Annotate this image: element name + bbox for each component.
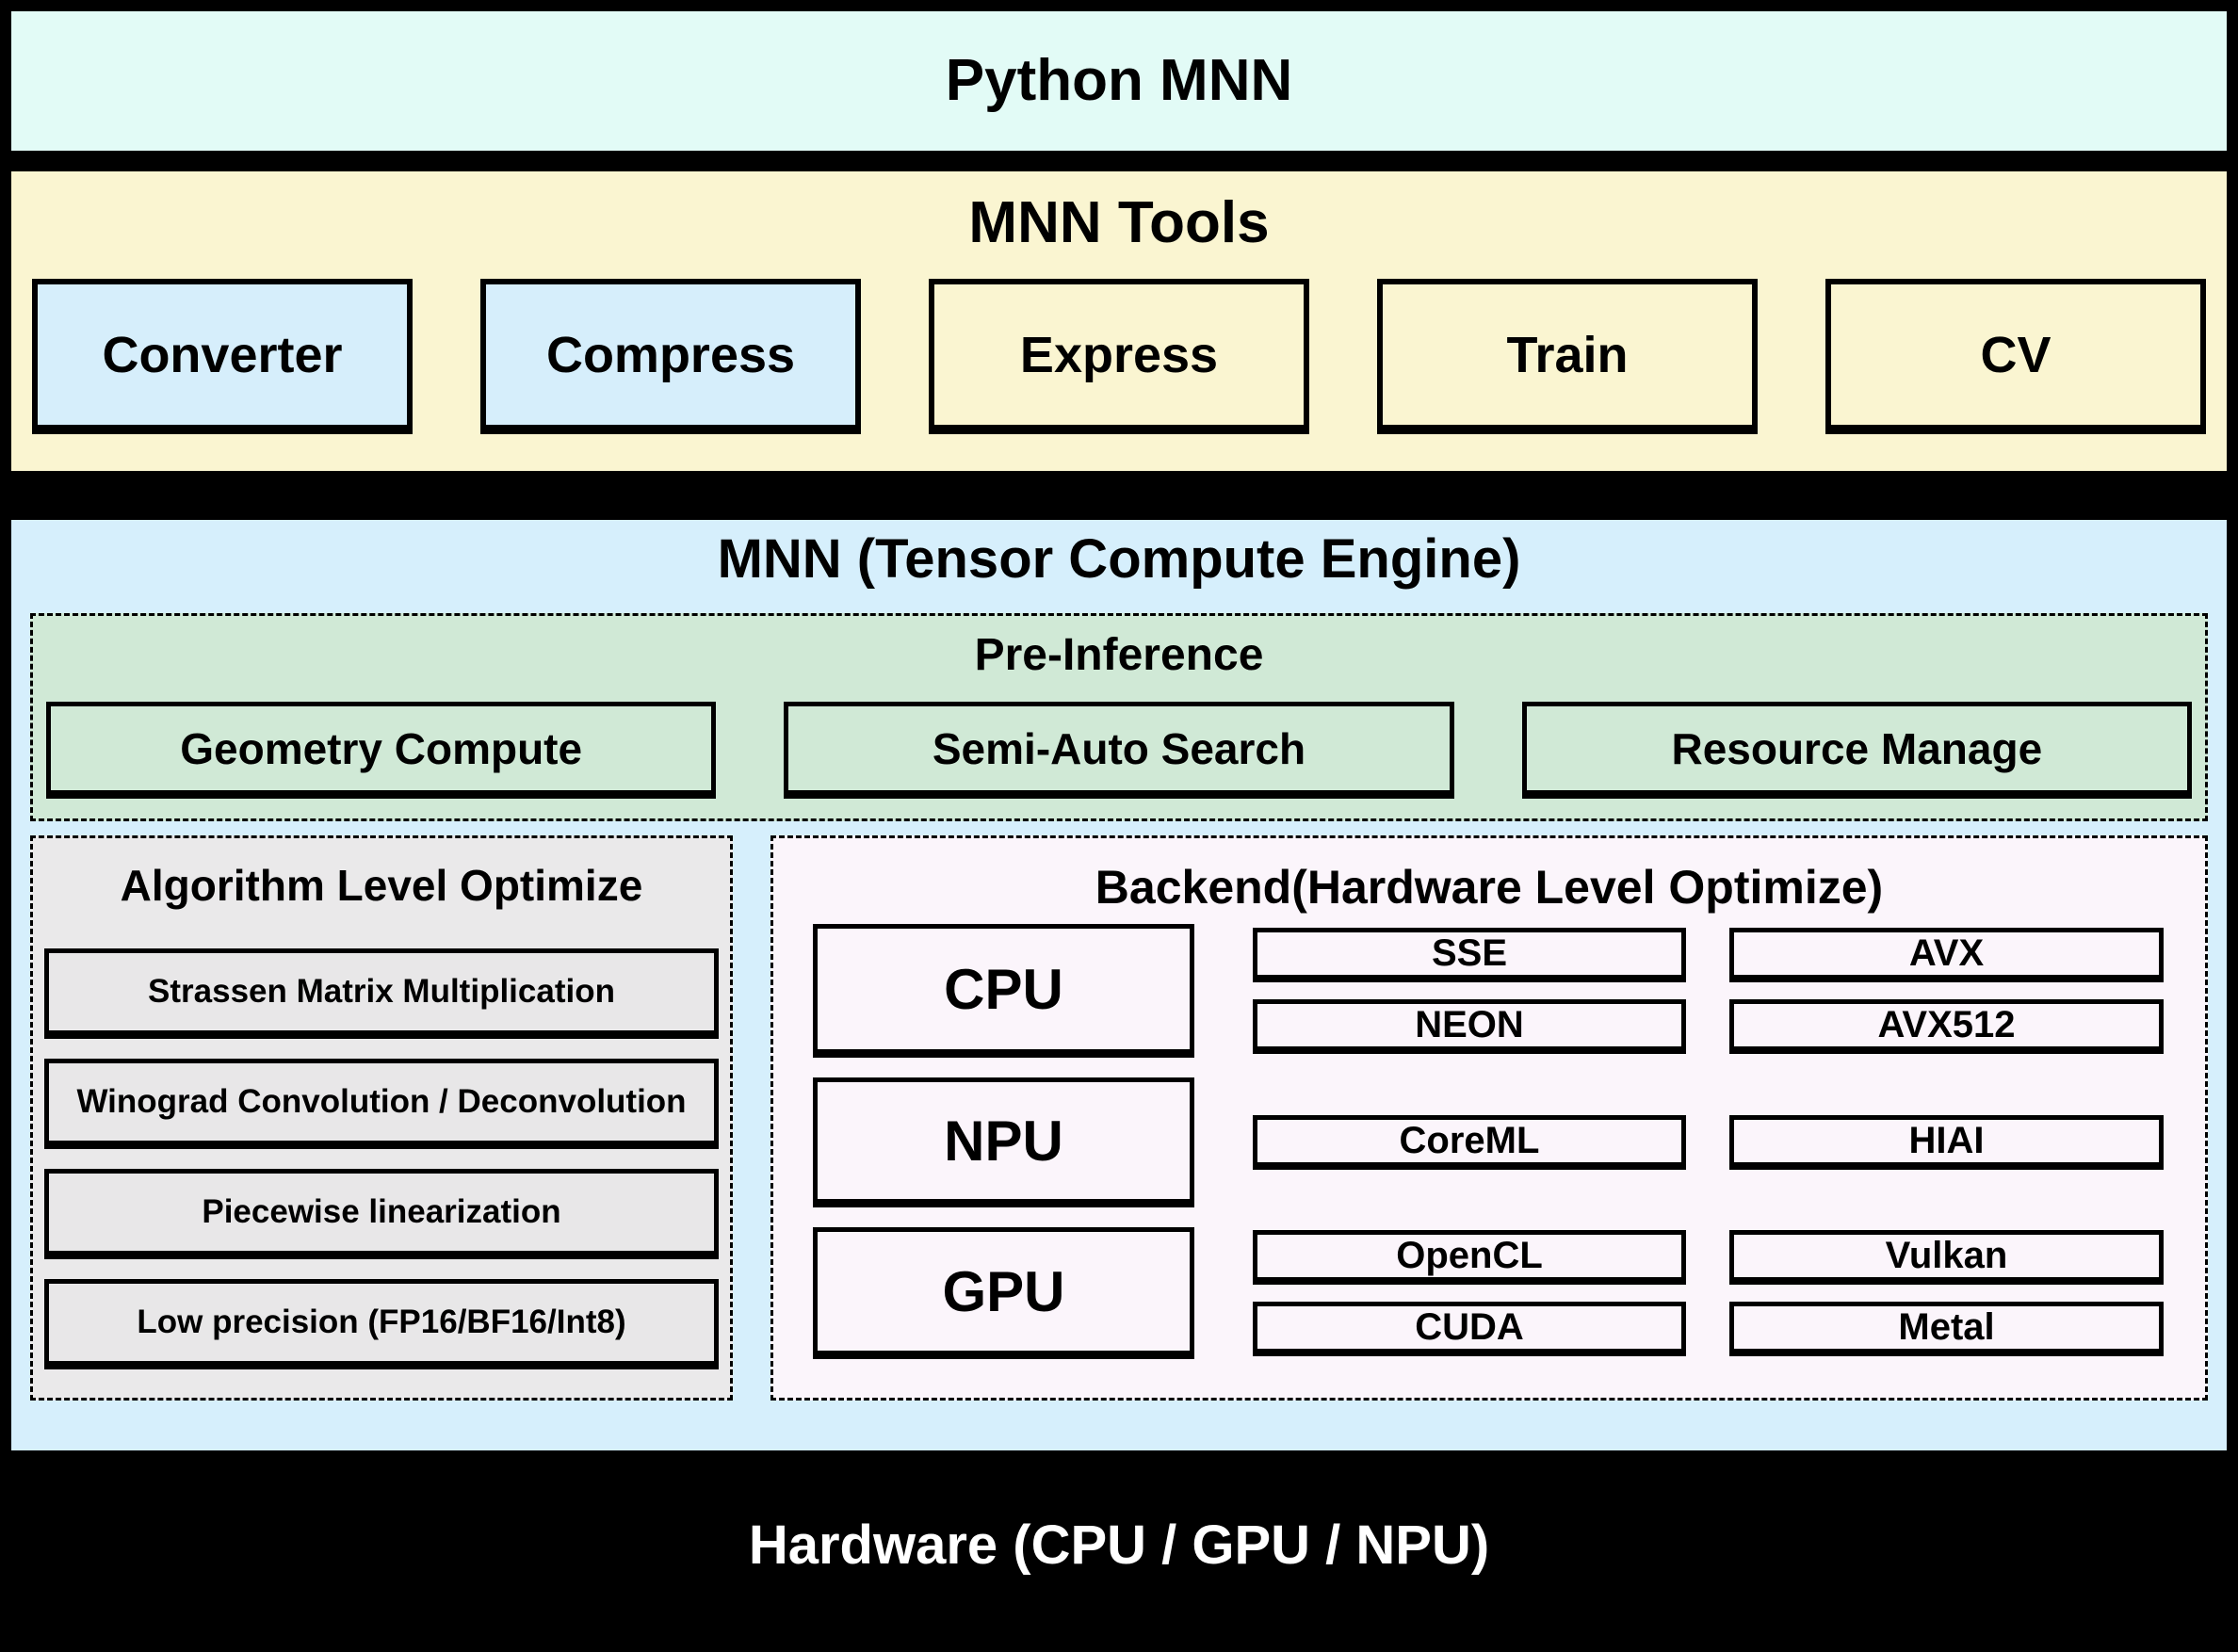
pre-inference-title: Pre-Inference (974, 629, 1264, 680)
pre-inference-box-resource-manage: Resource Manage (1521, 702, 2192, 800)
hardware-band: Hardware (CPU / GPU / NPU) (11, 1450, 2227, 1641)
python-mnn-title: Python MNN (945, 48, 1293, 114)
tool-box-train: Train (1377, 279, 1758, 435)
accel-box-hiai: HIAI (1729, 1115, 2164, 1171)
processor-box-npu: NPU (813, 1077, 1194, 1208)
accel-box-cuda: CUDA (1253, 1302, 1686, 1357)
backend-rows: CPU SSE NEON AVX AVX512 NPU Co (813, 924, 2165, 1360)
backend-col: SSE NEON (1253, 924, 1686, 1058)
mnn-tools-title: MNN Tools (968, 190, 1270, 255)
accel-box-neon: NEON (1253, 999, 1686, 1055)
backend-col: HIAI (1729, 1077, 2164, 1207)
backend-row-gpu: GPU OpenCL CUDA Vulkan Metal (813, 1227, 2165, 1360)
accel-box-avx: AVX (1729, 928, 2164, 983)
accel-box-sse: SSE (1253, 928, 1686, 983)
backend-col: OpenCL CUDA (1253, 1227, 1686, 1359)
accel-box-opencl: OpenCL (1253, 1230, 1686, 1286)
pre-inference-box-semi-auto-search: Semi-Auto Search (784, 702, 1454, 800)
accel-box-vulkan: Vulkan (1729, 1230, 2164, 1286)
processor-box-cpu: CPU (813, 924, 1194, 1059)
backend-panel: Backend(Hardware Level Optimize) CPU SSE… (770, 834, 2208, 1401)
tool-box-cv: CV (1825, 279, 2206, 435)
pre-inference-row: Geometry Compute Semi-Auto Search Resour… (33, 702, 2205, 800)
algorithm-box-strassen: Strassen Matrix Multiplication (44, 947, 719, 1039)
processor-box-gpu: GPU (813, 1227, 1194, 1360)
algorithm-panel: Algorithm Level Optimize Strassen Matrix… (30, 834, 733, 1401)
backend-col: Vulkan Metal (1729, 1227, 2164, 1359)
algorithm-title: Algorithm Level Optimize (120, 860, 643, 910)
engine-band: MNN (Tensor Compute Engine) Pre-Inferenc… (11, 520, 2227, 1450)
backend-row-npu: NPU CoreML HIAI (813, 1077, 2165, 1208)
python-mnn-band: Python MNN (11, 11, 2227, 151)
engine-columns: Algorithm Level Optimize Strassen Matrix… (30, 834, 2208, 1401)
backend-title: Backend(Hardware Level Optimize) (1095, 860, 1884, 914)
algorithm-box-piecewise: Piecewise linearization (44, 1168, 719, 1259)
accel-box-coreml: CoreML (1253, 1115, 1686, 1171)
algorithm-box-low-precision: Low precision (FP16/BF16/Int8) (44, 1278, 719, 1369)
tool-box-converter: Converter (32, 279, 413, 435)
engine-title: MNN (Tensor Compute Engine) (717, 528, 1521, 590)
algorithm-box-winograd: Winograd Convolution / Deconvolution (44, 1058, 719, 1149)
backend-row-cpu: CPU SSE NEON AVX AVX512 (813, 924, 2165, 1059)
accel-box-avx512: AVX512 (1729, 999, 2164, 1055)
tool-box-express: Express (929, 279, 1309, 435)
backend-col: AVX AVX512 (1729, 924, 2164, 1058)
pre-inference-panel: Pre-Inference Geometry Compute Semi-Auto… (30, 612, 2208, 821)
tools-row: Converter Compress Express Train CV (11, 279, 2227, 435)
mnn-tools-band: MNN Tools Converter Compress Express Tra… (11, 171, 2227, 471)
backend-col: CoreML (1253, 1077, 1686, 1207)
pre-inference-box-geometry-compute: Geometry Compute (46, 702, 717, 800)
hardware-title: Hardware (CPU / GPU / NPU) (748, 1514, 1490, 1576)
accel-box-metal: Metal (1729, 1302, 2164, 1357)
tool-box-compress: Compress (480, 279, 861, 435)
